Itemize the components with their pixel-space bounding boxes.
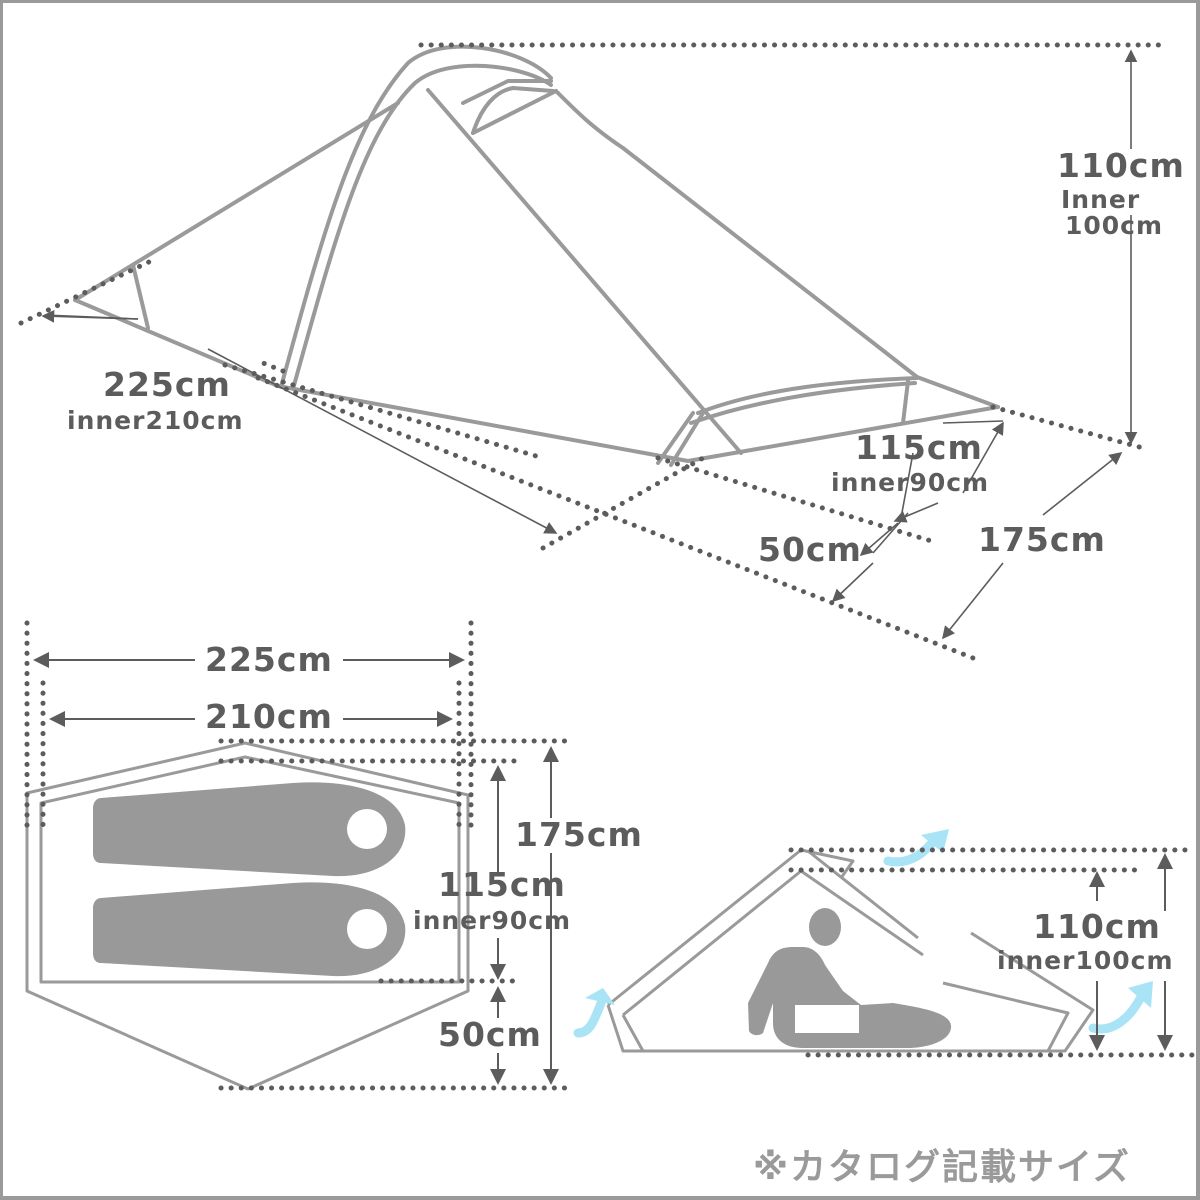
perspective-height-inner-value: 100cm: [1065, 211, 1164, 240]
perspective-height-outer: 110cm: [1057, 146, 1185, 185]
perspective-length-inner: inner210cm: [67, 406, 244, 435]
top-body-inner-width: inner90cm: [413, 906, 572, 935]
perspective-tent: [73, 44, 1000, 467]
perspective-body-inner-width: inner90cm: [831, 468, 990, 497]
side-view-guides: [788, 847, 1196, 1058]
perspective-length-outer: 225cm: [103, 365, 231, 404]
top-length-outer: 225cm: [205, 640, 333, 679]
perspective-total-width: 175cm: [978, 520, 1106, 559]
diagram-graphics: [18, 42, 1196, 1091]
top-length-inner: 210cm: [205, 697, 333, 736]
top-view-guides: [24, 620, 571, 1091]
top-view-tent: [25, 741, 470, 1091]
catalog-size-footnote: ※カタログ記載サイズ: [753, 1147, 1131, 1188]
top-view-dimension-arrows: [33, 652, 559, 1085]
sleeping-bag-icons: [93, 782, 406, 977]
side-view-dimension-arrows: [1089, 853, 1173, 1051]
perspective-vestibule: 50cm: [758, 530, 862, 569]
perspective-body-width: 115cm: [855, 428, 983, 467]
top-body-width: 115cm: [438, 865, 566, 904]
perspective-dimension-arrows: [41, 49, 1138, 640]
top-total-width: 175cm: [515, 815, 643, 854]
airflow-arrowheads: [585, 829, 1153, 1008]
seated-person-icon: [748, 908, 952, 1048]
side-height-inner: inner100cm: [997, 946, 1174, 975]
perspective-height-inner-label: Inner: [1061, 185, 1141, 214]
top-vestibule: 50cm: [438, 1015, 542, 1054]
side-height-outer: 110cm: [1033, 907, 1161, 946]
